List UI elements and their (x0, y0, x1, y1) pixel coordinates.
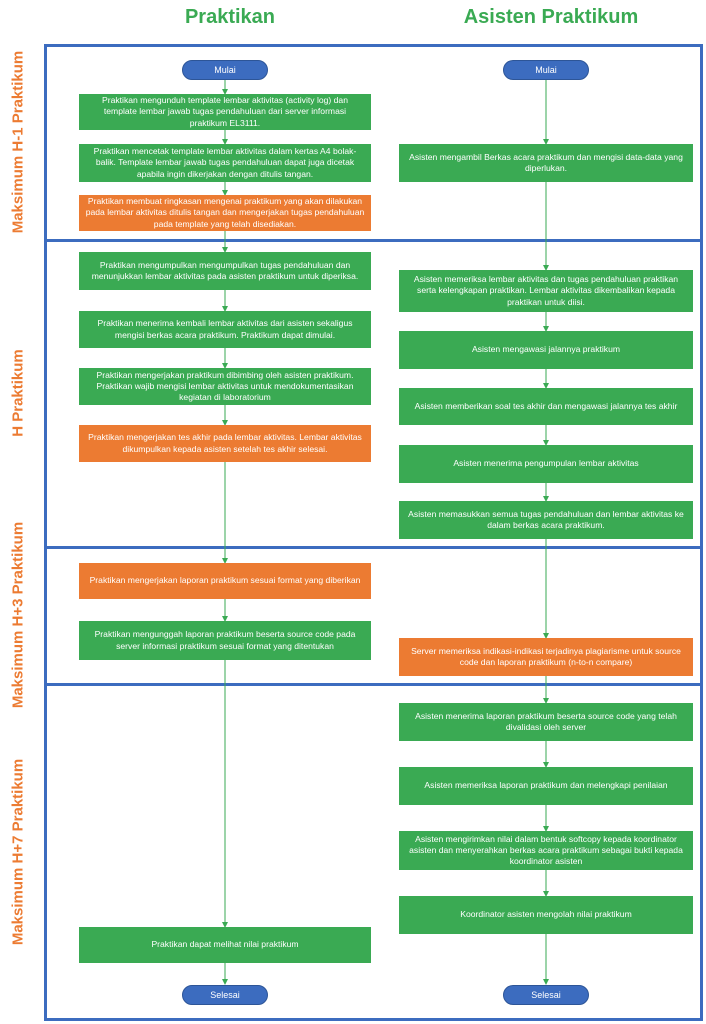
start-terminal-asisten: Mulai (503, 60, 589, 80)
swimlane-frame (44, 44, 703, 1021)
asisten-step-9: Asisten memeriksa laporan praktikum dan … (399, 767, 693, 805)
praktikan-step-10: Praktikan dapat melihat nilai praktikum (79, 927, 371, 963)
asisten-step-2: Asisten memeriksa lembar aktivitas dan t… (399, 270, 693, 312)
column-title-praktikan: Praktikan (184, 6, 276, 28)
asisten-step-3: Asisten mengawasi jalannya praktikum (399, 331, 693, 369)
start-terminal-praktikan: Mulai (182, 60, 268, 80)
lane-divider-3 (44, 683, 703, 686)
lane-divider-1 (44, 239, 703, 242)
praktikan-step-9: Praktikan mengunggah laporan praktikum b… (79, 621, 371, 660)
end-terminal-praktikan: Selesai (182, 985, 268, 1005)
praktikan-step-7: Praktikan mengerjakan tes akhir pada lem… (79, 425, 371, 462)
asisten-step-5: Asisten menerima pengumpulan lembar akti… (399, 445, 693, 483)
asisten-step-4: Asisten memberikan soal tes akhir dan me… (399, 388, 693, 425)
lane-divider-2 (44, 546, 703, 549)
asisten-step-11: Koordinator asisten mengolah nilai prakt… (399, 896, 693, 934)
asisten-step-1: Asisten mengambil Berkas acara praktikum… (399, 144, 693, 182)
asisten-step-7: Server memeriksa indikasi-indikasi terja… (399, 638, 693, 676)
asisten-step-6: Asisten memasukkan semua tugas pendahulu… (399, 501, 693, 539)
praktikan-step-8: Praktikan mengerjakan laporan praktikum … (79, 563, 371, 599)
asisten-step-8: Asisten menerima laporan praktikum beser… (399, 703, 693, 741)
asisten-step-10: Asisten mengirimkan nilai dalam bentuk s… (399, 831, 693, 870)
column-title-asisten: Asisten Praktikum (463, 6, 639, 28)
praktikan-step-3: Praktikan membuat ringkasan mengenai pra… (79, 195, 371, 231)
praktikan-step-4: Praktikan mengumpulkan mengumpulkan tuga… (79, 252, 371, 290)
praktikan-step-2: Praktikan mencetak template lembar aktiv… (79, 144, 371, 182)
praktikan-step-5: Praktikan menerima kembali lembar aktivi… (79, 311, 371, 348)
praktikan-step-6: Praktikan mengerjakan praktikum dibimbin… (79, 368, 371, 405)
end-terminal-asisten: Selesai (503, 985, 589, 1005)
praktikan-step-1: Praktikan mengunduh template lembar akti… (79, 94, 371, 130)
